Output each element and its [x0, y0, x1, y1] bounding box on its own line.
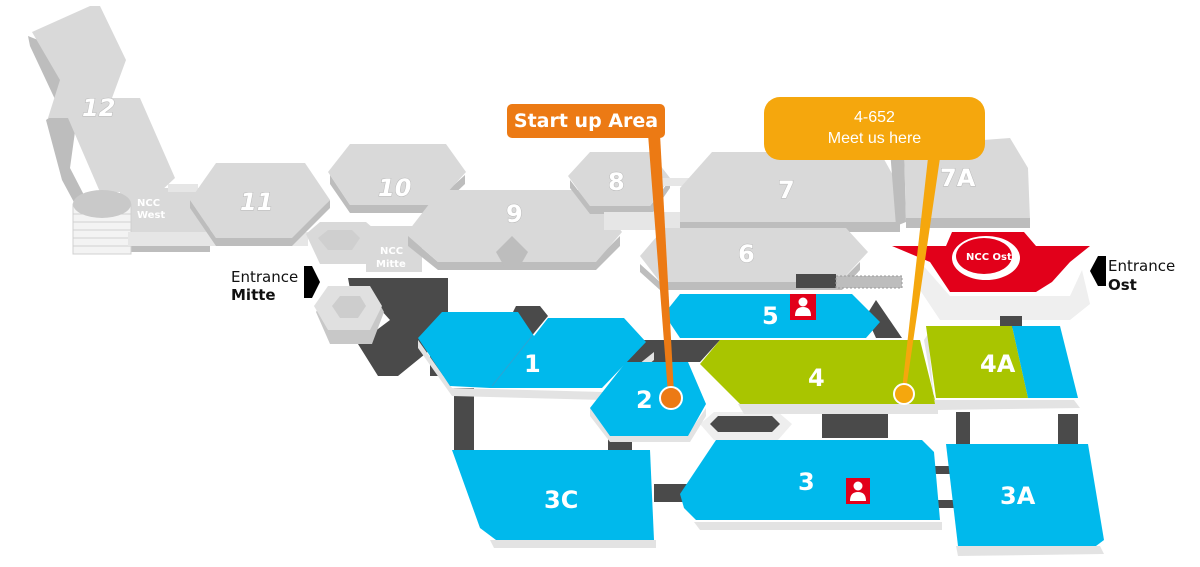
ncc-ost-label: NCC Ost [966, 252, 1012, 263]
central-oval [700, 412, 792, 440]
hall-7a-label: 7A [940, 164, 976, 192]
hall-7[interactable]: 7 [680, 152, 900, 232]
ncc-west-drum-icon [72, 190, 132, 255]
hall-2[interactable]: 2 [590, 362, 706, 442]
meet-pointer [893, 158, 940, 405]
hall-9-label: 9 [506, 200, 523, 228]
entrance-ost-label-1: Entrance [1108, 257, 1175, 275]
startup-area-label: Start up Area [513, 110, 659, 132]
entrance-ost-label-2: Ost [1108, 276, 1137, 294]
ncc-ost-building[interactable]: NCC Ost [892, 232, 1090, 320]
hall-4a-label: 4A [980, 350, 1016, 378]
hall-10[interactable]: 10 [328, 144, 466, 213]
hall-5-label: 5 [762, 302, 779, 330]
ncc-mitte-label-2: Mitte [376, 259, 406, 270]
ncc-west-label-1: NCC [137, 198, 160, 209]
hall-12[interactable]: 12 [28, 6, 175, 232]
hall-3a[interactable]: 3A [946, 444, 1104, 556]
hall-3c-label: 3C [544, 486, 578, 514]
meet-us-text: Meet us here [827, 130, 922, 147]
ncc-mitte-building[interactable]: NCC Mitte [306, 222, 422, 272]
meet-location-marker[interactable] [893, 383, 915, 405]
booth-number: 4-652 [854, 109, 895, 126]
hall-8-label: 8 [608, 168, 625, 196]
ncc-west-label-2: West [137, 210, 165, 221]
entrance-mitte[interactable]: Entrance Mitte [231, 266, 320, 304]
hall-9[interactable]: 9 [406, 190, 622, 270]
hall-11-label: 11 [240, 188, 273, 216]
stairs-icon [835, 275, 903, 289]
entrance-ost[interactable]: Entrance Ost [1090, 256, 1175, 294]
hall-4-label: 4 [808, 364, 825, 392]
person-icon [790, 294, 816, 320]
ncc-mitte-label-1: NCC [380, 246, 403, 257]
hall-2-label: 2 [636, 386, 653, 414]
person-icon [846, 478, 870, 504]
startup-pointer [648, 134, 683, 410]
entrance-mitte-label-2: Mitte [231, 286, 276, 304]
startup-location-marker[interactable] [659, 386, 683, 410]
hall-8[interactable]: 8 [568, 152, 670, 214]
entrance-arrow-icon [304, 266, 320, 298]
hall-3c[interactable]: 3C [452, 450, 656, 548]
hall-3-label: 3 [798, 468, 815, 496]
hall-7-label: 7 [778, 176, 795, 204]
entrance-mitte-label-1: Entrance [231, 268, 298, 286]
hall-4[interactable]: 4 [700, 340, 938, 414]
hall-1[interactable]: 1 [418, 312, 654, 400]
meet-us-callout[interactable]: 4-652 Meet us here [764, 97, 985, 160]
hall-6-label: 6 [738, 240, 755, 268]
hall-12-label: 12 [82, 94, 115, 122]
startup-area-callout[interactable]: Start up Area [507, 104, 665, 138]
hall-3[interactable]: 3 [680, 440, 942, 530]
entrance-arrow-icon [1090, 256, 1106, 286]
hall-5[interactable]: 5 [664, 294, 880, 338]
hall-1-label: 1 [524, 350, 541, 378]
hall-4a[interactable]: 4A [924, 326, 1080, 410]
hall-11[interactable]: 11 [190, 163, 330, 246]
hall-3a-label: 3A [1000, 482, 1036, 510]
hall-10-label: 10 [378, 174, 411, 202]
entrance-mitte-pavilion [314, 286, 384, 344]
